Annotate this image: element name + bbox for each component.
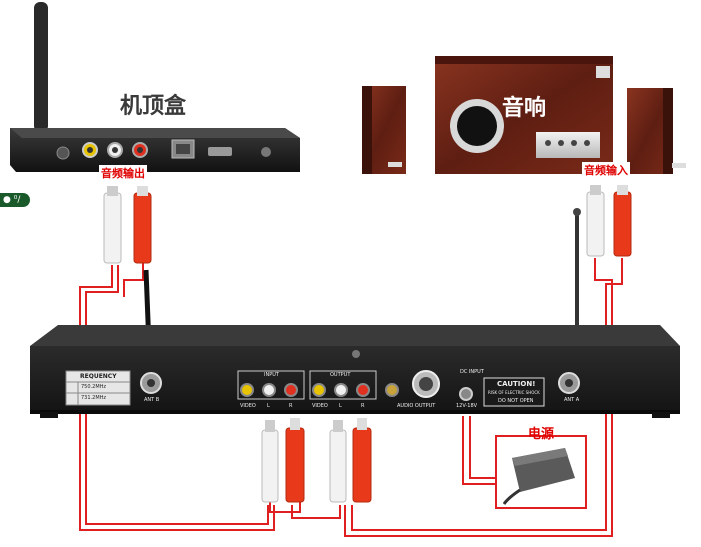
- antenna-icon: [34, 2, 48, 132]
- power-adapter: [495, 435, 587, 509]
- audio-out-label: 音频输出: [99, 165, 147, 181]
- frequency-plate: [65, 370, 131, 406]
- frequency-label: REQUENCY: [80, 373, 117, 380]
- dc-input-label: DC INPUT: [460, 369, 484, 375]
- caution-plate: [483, 377, 545, 407]
- receiver-output-plugs: [329, 418, 372, 503]
- hdmi-port: [208, 147, 232, 156]
- speaker-control-panel: [536, 132, 600, 158]
- ant-a-label: ANT A: [564, 397, 580, 403]
- page-badge[interactable]: ● ⁰/: [0, 193, 30, 207]
- freq-a: 750.2MHz: [81, 384, 107, 390]
- dc-input-jack: [459, 387, 473, 401]
- input-r-label: R: [289, 403, 293, 409]
- output-video-label: VIDEO: [312, 403, 328, 409]
- freq-b: 731.2MHz: [81, 395, 107, 401]
- input-video-label: VIDEO: [240, 403, 256, 409]
- speaker-system: [362, 56, 686, 174]
- audio-in-label: 音频输入: [582, 162, 630, 178]
- power-label: 电源: [528, 427, 555, 442]
- receiver-input-plugs: [261, 418, 305, 503]
- set-top-box-label: 机顶盒: [120, 94, 187, 119]
- dc-volts-label: 12V-18V: [456, 403, 478, 409]
- receiver-rear-panel: [30, 325, 680, 418]
- ant-b-label: ANT B: [144, 397, 160, 403]
- do-not-open-label: DO NOT OPEN: [498, 398, 534, 404]
- audio-output-label: AUDIO OUTPUT: [397, 403, 436, 409]
- input-l-label: L: [267, 403, 270, 409]
- output-label: OUTPUT: [330, 372, 351, 378]
- caution-sub-label: RISK OF ELECTRIC SHOCK: [488, 390, 540, 395]
- output-l-label: L: [339, 403, 342, 409]
- set-top-box: [10, 2, 300, 172]
- caution-label: CAUTION!: [497, 380, 536, 388]
- stb-audio-out-plugs: [103, 186, 152, 264]
- input-label: INPUT: [264, 372, 279, 378]
- output-r-label: R: [361, 403, 365, 409]
- speaker-audio-in-plugs: [586, 185, 632, 257]
- speaker-label: 音响: [502, 96, 547, 121]
